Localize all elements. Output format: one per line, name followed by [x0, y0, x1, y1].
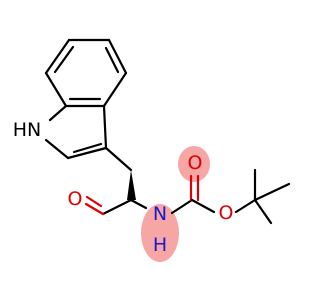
bond [101, 198, 133, 216]
bond [44, 71, 68, 108]
bond [253, 198, 273, 225]
bond [190, 198, 216, 214]
molecule-structure: HN O N H O O [13, 38, 291, 262]
ester-oxygen-label: O [219, 202, 234, 224]
carbonyl-oxygen-label: O [188, 152, 203, 174]
bond [44, 138, 70, 160]
bond [72, 142, 103, 154]
bond [104, 146, 133, 172]
aldehyde-oxygen-label: O [68, 188, 83, 210]
bond [107, 38, 128, 75]
amide-nitrogen-label: N [153, 203, 167, 225]
wedge-bond [127, 170, 136, 200]
bond [104, 46, 120, 74]
bond [53, 45, 75, 74]
bond [84, 202, 105, 216]
bond [234, 198, 257, 214]
amide-hydrogen-label: H [153, 234, 167, 256]
oxygen-highlight [178, 146, 210, 182]
indole-nh-label: HN [13, 119, 42, 141]
bond [85, 195, 103, 208]
bond [66, 146, 108, 160]
nitrogen-highlight [141, 204, 179, 262]
bond [129, 198, 148, 210]
bond [48, 104, 68, 122]
bond [102, 71, 128, 108]
bond [44, 38, 71, 75]
bond [170, 198, 194, 215]
molecule-canvas: HN O N H O O [12, 38, 291, 262]
bond [102, 104, 108, 150]
bond [253, 182, 291, 202]
